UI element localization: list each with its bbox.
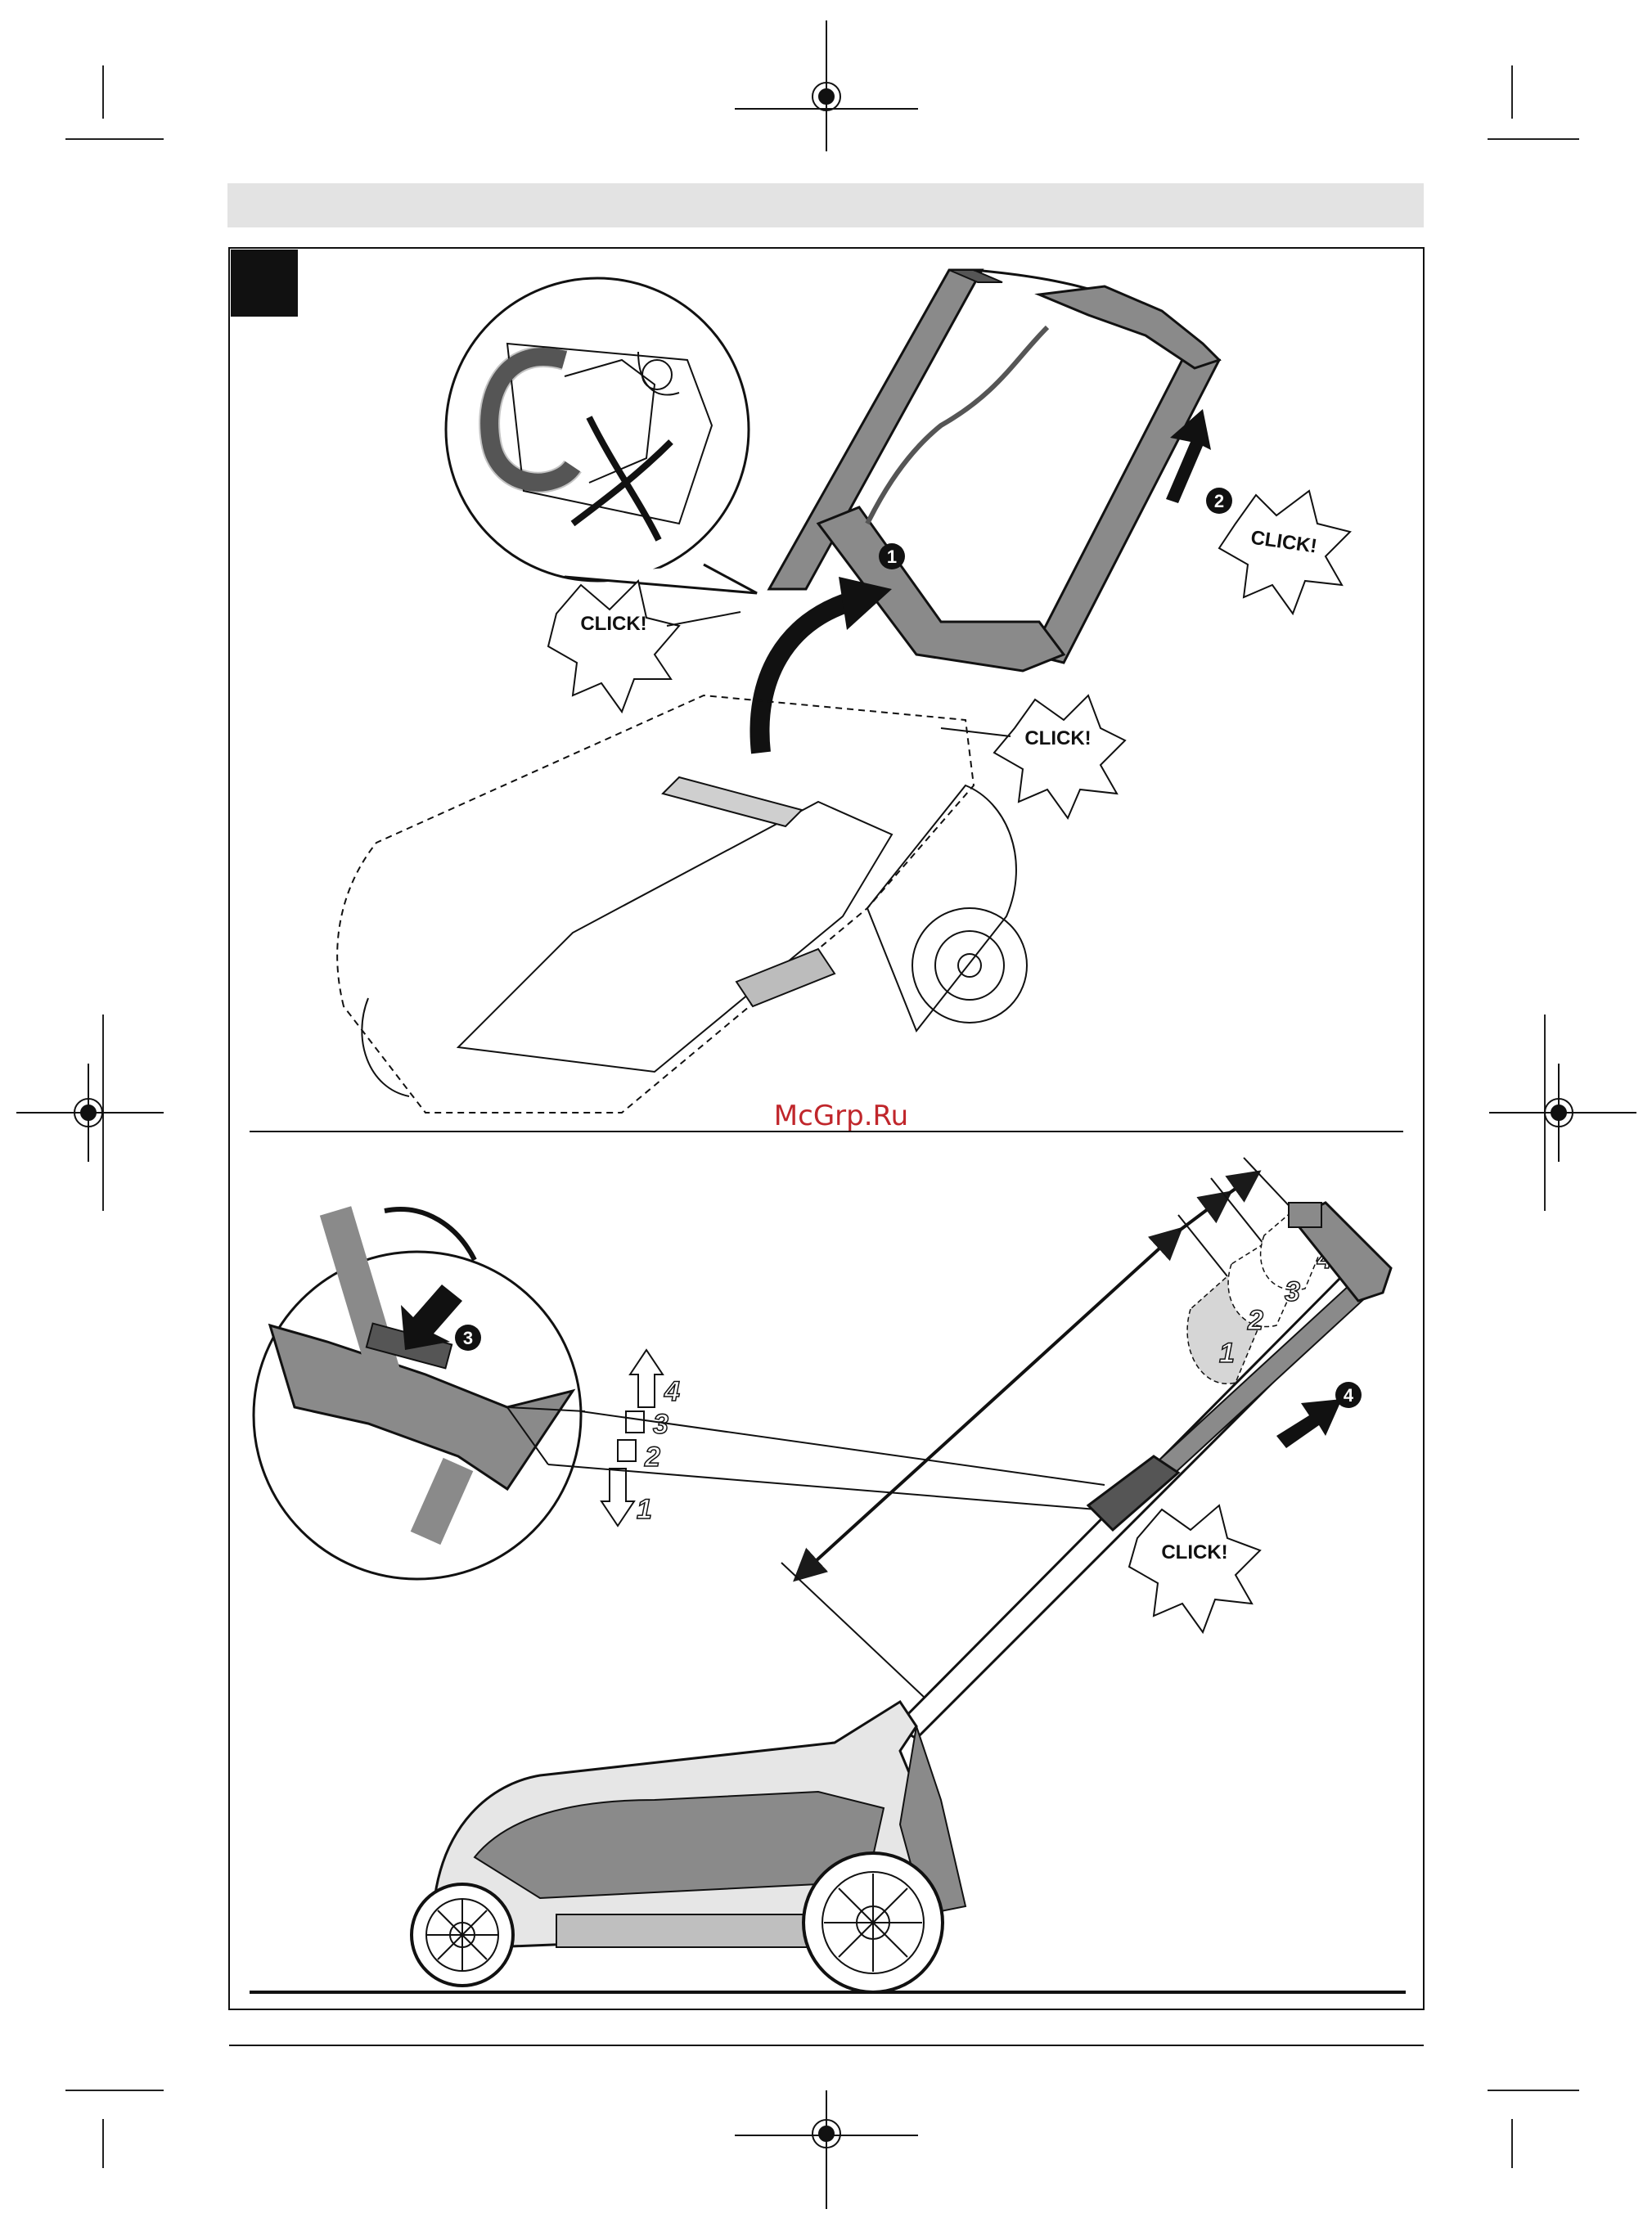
step-3-badge: 3 (455, 1325, 481, 1351)
svg-text:2: 2 (1247, 1305, 1263, 1336)
step-1-badge: 1 (879, 543, 905, 569)
click-burst: CLICK! (548, 581, 740, 712)
lower-illustration: 3 4 3 2 1 (254, 1158, 1391, 1992)
mower-side-view (412, 1702, 966, 1992)
detail-circle-bottom: 3 (254, 1209, 585, 1579)
detail-circle-top (446, 278, 757, 593)
step-number: 2 (1214, 491, 1224, 511)
curved-arrow-icon (759, 577, 892, 753)
registration-mark (735, 20, 918, 151)
click-burst: CLICK! (1219, 491, 1350, 614)
svg-text:3: 3 (1285, 1276, 1300, 1307)
extended-handle (896, 1203, 1391, 1739)
upper-illustration: 1 2 CLICK! CLICK! CLICK! (337, 270, 1350, 1113)
step-number: 1 (887, 547, 897, 567)
step-4-badge: 4 (1335, 1382, 1362, 1408)
front-wheel (412, 1884, 513, 1986)
svg-text:CLICK!: CLICK! (1024, 727, 1091, 749)
svg-text:2: 2 (644, 1442, 660, 1473)
svg-text:3: 3 (653, 1409, 668, 1440)
step-number: 3 (463, 1328, 473, 1348)
svg-text:4: 4 (664, 1376, 680, 1407)
rear-wheel (803, 1853, 943, 1992)
svg-text:CLICK!: CLICK! (1161, 1541, 1227, 1563)
step-2-badge: 2 (1206, 488, 1232, 514)
registration-mark (735, 2090, 918, 2209)
watermark: McGrp.Ru (774, 1100, 908, 1132)
double-arrow-icon (781, 1158, 1309, 1698)
svg-text:CLICK!: CLICK! (580, 613, 646, 635)
header-bar (227, 183, 1424, 227)
step-number: 4 (1344, 1385, 1354, 1406)
push-arrow-icon (1276, 1399, 1342, 1448)
svg-text:1: 1 (1219, 1338, 1235, 1369)
registration-mark (16, 1064, 164, 1162)
click-burst: CLICK! (941, 695, 1125, 818)
mower-top-view (337, 695, 1027, 1113)
svg-text:1: 1 (637, 1494, 652, 1525)
click-burst: CLICK! (1129, 1505, 1260, 1632)
height-scale: 4 3 2 1 (601, 1350, 680, 1526)
registration-mark (1489, 1064, 1636, 1162)
figure-tab (231, 250, 298, 317)
